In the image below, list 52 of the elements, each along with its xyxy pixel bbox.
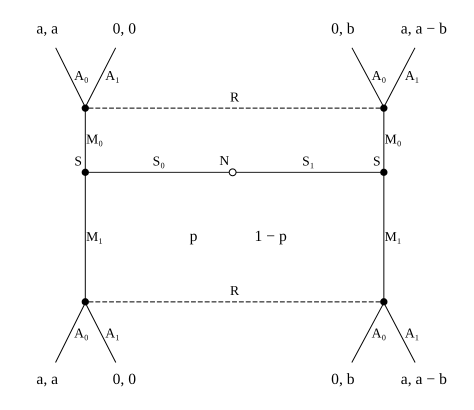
edge-label: A₁ xyxy=(104,68,120,83)
edge-label: M₀ xyxy=(384,132,402,147)
edge-label: M₁ xyxy=(86,228,103,244)
edge-label: M₀ xyxy=(86,132,103,147)
connector xyxy=(88,172,230,173)
connector xyxy=(382,111,384,170)
node-circle xyxy=(228,168,236,176)
label: 1 − p xyxy=(254,228,286,245)
node-text: 0, 0 xyxy=(112,370,136,388)
node-text: a, a − b xyxy=(400,20,446,38)
edge-label: A₁ xyxy=(404,325,419,340)
edge-label: A₀ xyxy=(371,325,386,340)
node-label: N xyxy=(218,153,229,168)
edge-label: S₁ xyxy=(302,154,314,169)
connector xyxy=(88,108,381,109)
node-text: 0, 0 xyxy=(112,20,136,38)
edge-label: A₀ xyxy=(371,68,386,83)
connector xyxy=(350,47,383,106)
connector xyxy=(84,111,86,170)
connector xyxy=(384,304,416,363)
node-text: a, a xyxy=(36,370,58,388)
connector xyxy=(54,304,84,363)
node-text: 0, b xyxy=(330,370,354,388)
node-label: S xyxy=(74,153,82,168)
connector xyxy=(85,304,116,363)
connector xyxy=(85,47,116,106)
edge-label: A₀ xyxy=(74,325,88,340)
connector xyxy=(350,304,383,363)
node-label: S xyxy=(372,153,380,168)
edge-label: M₁ xyxy=(384,228,402,244)
connector xyxy=(54,47,84,106)
edge-label: S₀ xyxy=(152,154,165,169)
edge-label: A₀ xyxy=(74,68,88,83)
node-text: 0, b xyxy=(330,20,354,38)
node-text: a, a xyxy=(36,20,58,38)
edge-label: A₁ xyxy=(404,68,419,83)
node-circle xyxy=(81,298,88,306)
connector xyxy=(88,301,381,302)
edge-label: R xyxy=(230,283,239,298)
node-text: a, a − b xyxy=(400,370,446,388)
node-circle xyxy=(380,104,387,112)
connector xyxy=(382,175,384,300)
label: p xyxy=(189,228,197,245)
connector xyxy=(235,172,380,173)
connector xyxy=(84,175,86,300)
node-circle xyxy=(81,168,88,176)
node-circle xyxy=(380,168,387,176)
node-circle xyxy=(81,104,88,112)
edge-label: R xyxy=(230,90,239,105)
node-circle xyxy=(380,298,387,306)
connector xyxy=(384,47,415,106)
edge-label: A₁ xyxy=(104,325,120,340)
